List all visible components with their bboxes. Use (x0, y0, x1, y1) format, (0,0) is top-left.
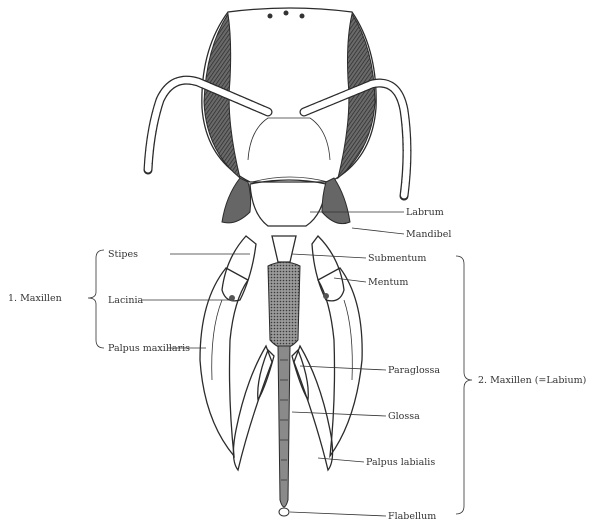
labrum (250, 180, 326, 226)
label-labrum: Labrum (406, 207, 444, 218)
label-group-maxillae-1: 1. Maxillen (8, 293, 62, 304)
ocellus-mid (284, 11, 289, 16)
label-paraglossa: Paraglossa (388, 365, 440, 376)
right-maxillary-palp-knob (323, 293, 329, 299)
label-submentum: Submentum (368, 253, 426, 264)
flabellum (279, 508, 289, 516)
label-group-maxillae-2: 2. Maxillen (=Labium) (478, 375, 586, 386)
left-brace (88, 250, 104, 348)
label-mandibel: Mandibel (406, 229, 451, 240)
left-maxilla (200, 236, 256, 456)
right-mandible (322, 178, 350, 224)
right-brace (456, 256, 472, 514)
ocellus-right (300, 14, 305, 19)
ocellus-left (268, 14, 273, 19)
label-stipes: Stipes (108, 249, 138, 260)
left-mandible (222, 178, 251, 223)
right-maxilla (312, 236, 362, 456)
palpus-labialis-left (233, 346, 272, 470)
submentum (272, 236, 296, 262)
mentum (268, 262, 300, 348)
glossa (278, 346, 290, 507)
palpus-labialis-right (294, 346, 333, 470)
label-flabellum: Flabellum (388, 511, 436, 522)
label-palpus-labialis: Palpus labialis (366, 457, 435, 468)
label-mentum: Mentum (368, 277, 408, 288)
label-maxillarpalpus: Palpus maxillaris (108, 343, 190, 354)
label-lacinia: Lacinia (108, 295, 143, 306)
label-glossa: Glossa (388, 411, 420, 422)
